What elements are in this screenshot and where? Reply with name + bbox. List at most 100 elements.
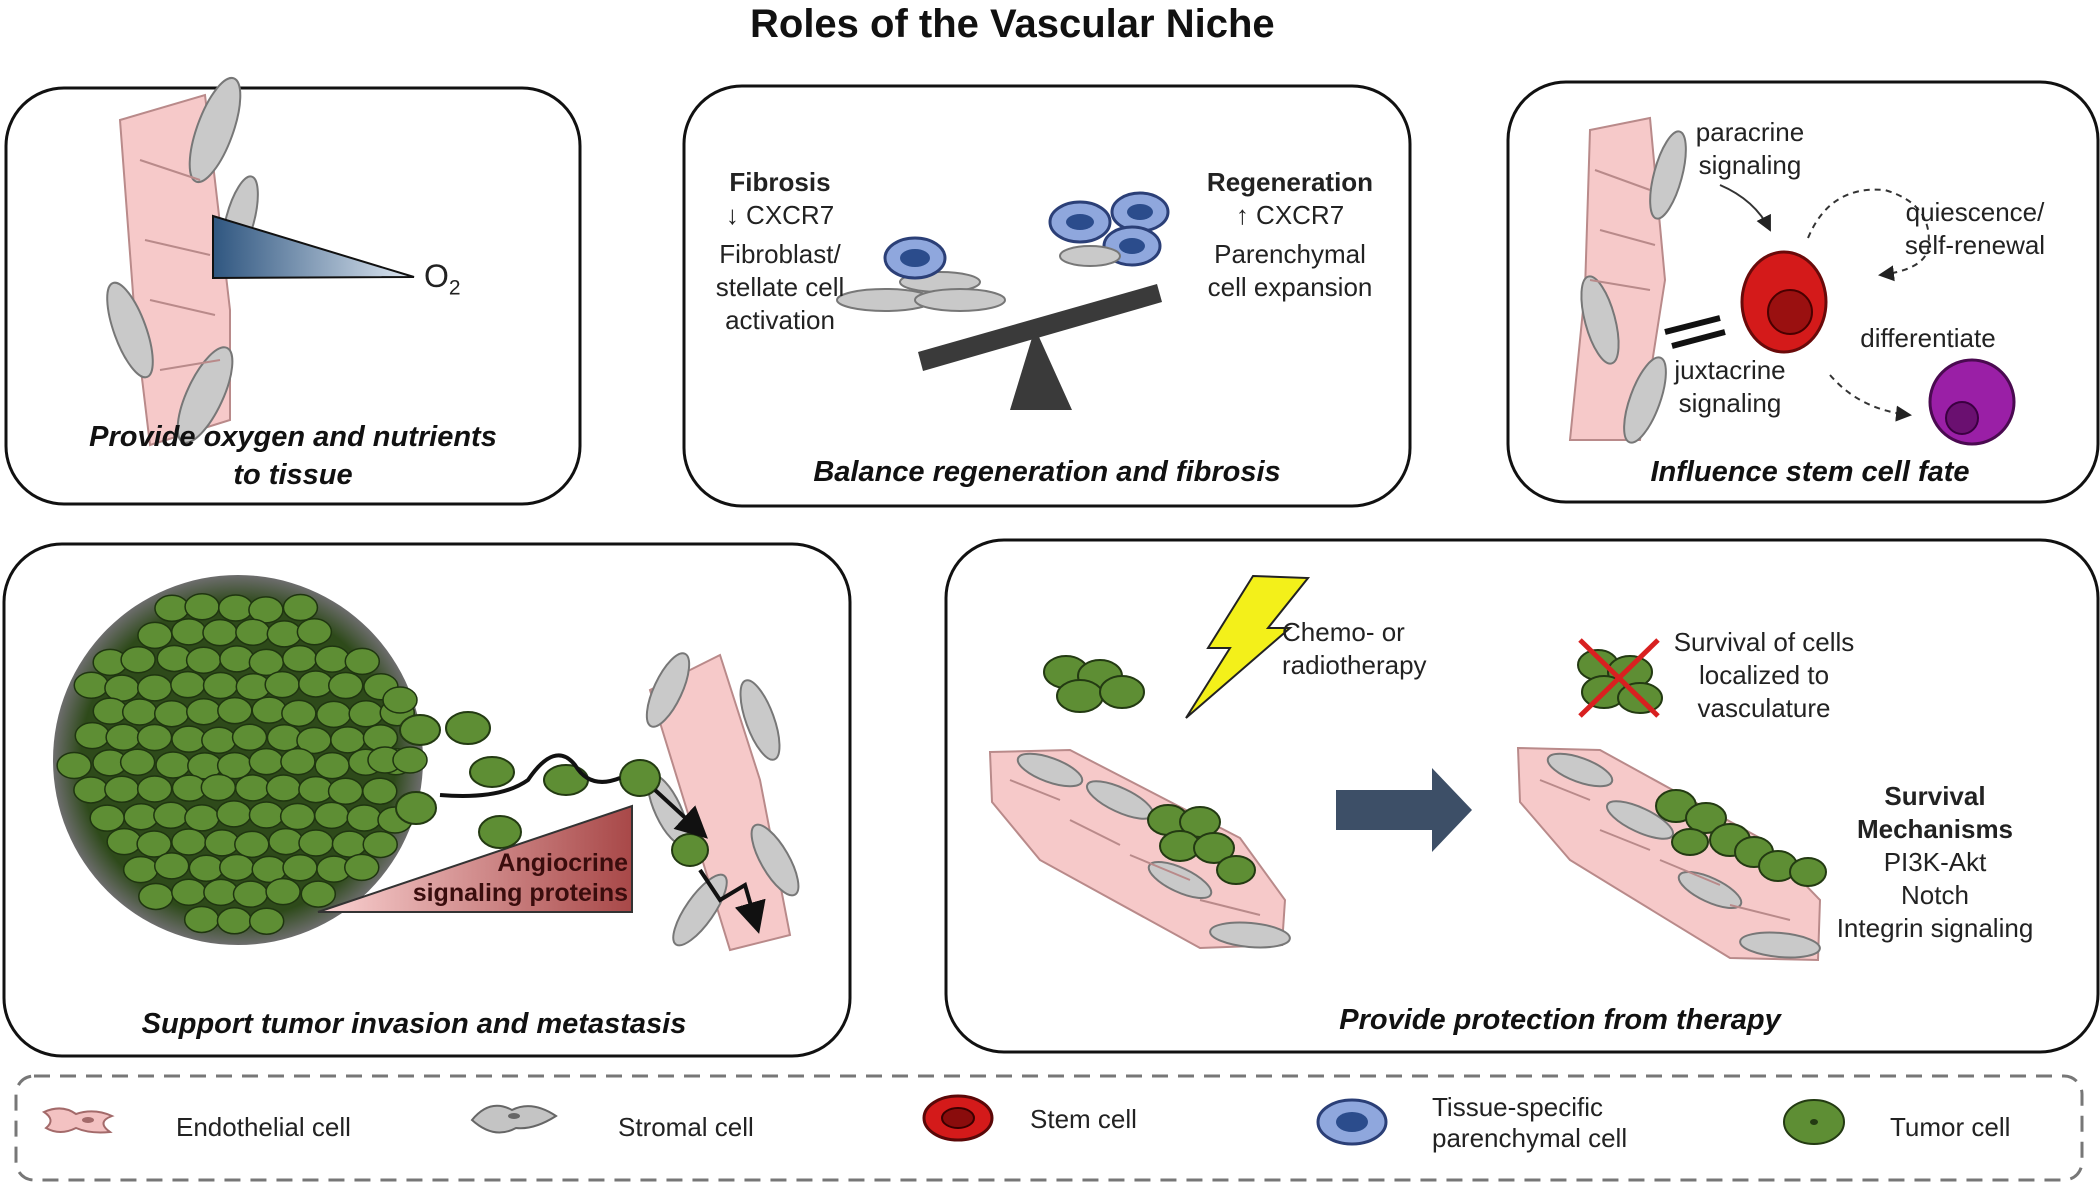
label-line: Tissue-specific bbox=[1432, 1092, 1603, 1122]
tumor-cell bbox=[281, 644, 318, 673]
tumor-cell bbox=[298, 829, 334, 857]
tumor-cell bbox=[314, 645, 350, 673]
label-line: Chemo- or bbox=[1282, 617, 1405, 647]
tumor-cell bbox=[170, 670, 206, 699]
tumor-cell bbox=[296, 618, 333, 646]
tumor-cell bbox=[219, 853, 255, 882]
o2-subscript: 2 bbox=[448, 276, 461, 300]
tumor-cell bbox=[56, 751, 92, 780]
panel-balance-caption: Balance regeneration and fibrosis bbox=[813, 456, 1281, 488]
label-line: Angiocrine bbox=[497, 849, 628, 877]
regeneration-desc-line: cell expansion bbox=[1207, 272, 1373, 302]
tumor-cell bbox=[219, 645, 255, 673]
blood-vessel-stem bbox=[1568, 116, 1687, 444]
tumor-cell bbox=[119, 748, 156, 777]
tumor-cell bbox=[392, 746, 428, 774]
tumor-cell bbox=[282, 853, 318, 882]
caption-line: to tissue bbox=[233, 459, 353, 491]
tumor-cell bbox=[171, 828, 207, 856]
panel-oxygen-caption: Provide oxygen and nutrients to tissue bbox=[0, 418, 586, 494]
fibrosis-marker: ↓ CXCR7 bbox=[725, 200, 835, 230]
tumor-cell bbox=[202, 618, 238, 647]
fibrosis-title: Fibrosis bbox=[729, 167, 831, 197]
tumor-cell bbox=[136, 723, 173, 752]
tumor-cell bbox=[282, 593, 319, 622]
tumor-cell bbox=[120, 645, 156, 674]
blood-vessel-before bbox=[988, 748, 1291, 950]
regeneration-marker: ↑ CXCR7 bbox=[1235, 200, 1345, 230]
tumor-cell bbox=[104, 674, 140, 702]
tumor-cell bbox=[216, 907, 253, 935]
fibrosis-desc-line: stellate cell bbox=[715, 272, 845, 302]
tumor-cell bbox=[251, 696, 287, 724]
endothelial-cell-icon bbox=[41, 1107, 115, 1134]
tumor-cell bbox=[153, 852, 190, 880]
mechanism-item: Integrin signaling bbox=[1836, 913, 2034, 943]
panel-stemcell-caption: Influence stem cell fate bbox=[1650, 456, 1970, 488]
blood-vessel-after bbox=[1516, 746, 1822, 962]
tumor-cell bbox=[74, 721, 111, 750]
stem-cell-icon bbox=[922, 1094, 994, 1142]
tumor-cell bbox=[346, 804, 382, 832]
angiocrine-label: Angiocrine signaling proteins bbox=[392, 848, 628, 908]
chemo-label: Chemo- or radiotherapy bbox=[1282, 616, 1427, 682]
tumor-cell bbox=[248, 801, 285, 829]
seesaw-fulcrum bbox=[1010, 328, 1072, 410]
tumor-cell bbox=[154, 594, 190, 623]
tumor-cell bbox=[136, 775, 173, 803]
juxtacrine-contact bbox=[1664, 315, 1726, 349]
tumor-cell bbox=[217, 696, 253, 725]
tumor-cell bbox=[248, 907, 285, 935]
tumor-cell bbox=[264, 670, 300, 699]
tumor-cell bbox=[344, 647, 381, 676]
migrating-tumor-cells bbox=[395, 711, 709, 867]
label-line: vasculature bbox=[1697, 693, 1831, 723]
tumor-cell bbox=[331, 830, 368, 858]
cross-mark-icon bbox=[1578, 638, 1660, 718]
tumor-cell bbox=[104, 775, 140, 804]
tumor-cell-cluster bbox=[56, 592, 428, 935]
tumor-cell bbox=[348, 700, 384, 728]
o2-symbol: O bbox=[424, 258, 449, 294]
blood-vessel-oxygen bbox=[106, 76, 259, 447]
legend-label-parenchymal: Tissue-specific parenchymal cell bbox=[1432, 1092, 1627, 1154]
legend-label-stem: Stem cell bbox=[1030, 1104, 1137, 1134]
regeneration-desc-line: Parenchymal bbox=[1214, 239, 1366, 269]
tumor-cell bbox=[171, 725, 207, 753]
tumor-cell bbox=[216, 800, 252, 828]
tumor-cell bbox=[314, 751, 350, 780]
legend-label-stromal: Stromal cell bbox=[618, 1112, 754, 1142]
tumor-cell bbox=[73, 671, 110, 700]
tumor-cell bbox=[105, 723, 141, 752]
tumor-cell bbox=[186, 697, 222, 726]
tumor-cell bbox=[265, 774, 302, 802]
paracrine-arrow bbox=[1719, 184, 1771, 232]
fibrosis-desc-line: activation bbox=[725, 305, 835, 335]
tumor-cell bbox=[200, 773, 237, 802]
tumor-cell bbox=[121, 698, 158, 726]
tumor-cell bbox=[330, 726, 366, 754]
stem-cell bbox=[1740, 250, 1828, 354]
therapy-arrow bbox=[1336, 768, 1472, 852]
tumor-cell bbox=[188, 854, 225, 883]
label-line: localized to bbox=[1698, 660, 1830, 690]
tumor-cell bbox=[265, 877, 301, 906]
metastasis-arrow bbox=[698, 868, 766, 934]
tumor-cell bbox=[138, 882, 174, 911]
tumor-cell bbox=[183, 905, 220, 934]
tumor-cell bbox=[204, 829, 240, 857]
tumor-cell bbox=[184, 592, 220, 621]
differentiate-label: differentiate bbox=[1860, 323, 1996, 353]
tumor-cell bbox=[234, 830, 270, 859]
tumor-cell bbox=[153, 801, 189, 830]
tumor-cell bbox=[248, 747, 285, 776]
tumor-cell bbox=[171, 618, 207, 646]
label-line: Survival of cells bbox=[1673, 627, 1855, 657]
differentiate-arrow bbox=[1829, 374, 1912, 422]
label-line: signaling bbox=[1698, 150, 1802, 180]
quiescence-label: quiescence/ self-renewal bbox=[1890, 196, 2060, 262]
figure-title: Roles of the Vascular Niche bbox=[750, 2, 1275, 46]
tumor-cell bbox=[280, 747, 316, 776]
label-line: juxtacrine bbox=[1674, 355, 1786, 385]
parenchymal-cells-regeneration bbox=[1048, 191, 1170, 267]
